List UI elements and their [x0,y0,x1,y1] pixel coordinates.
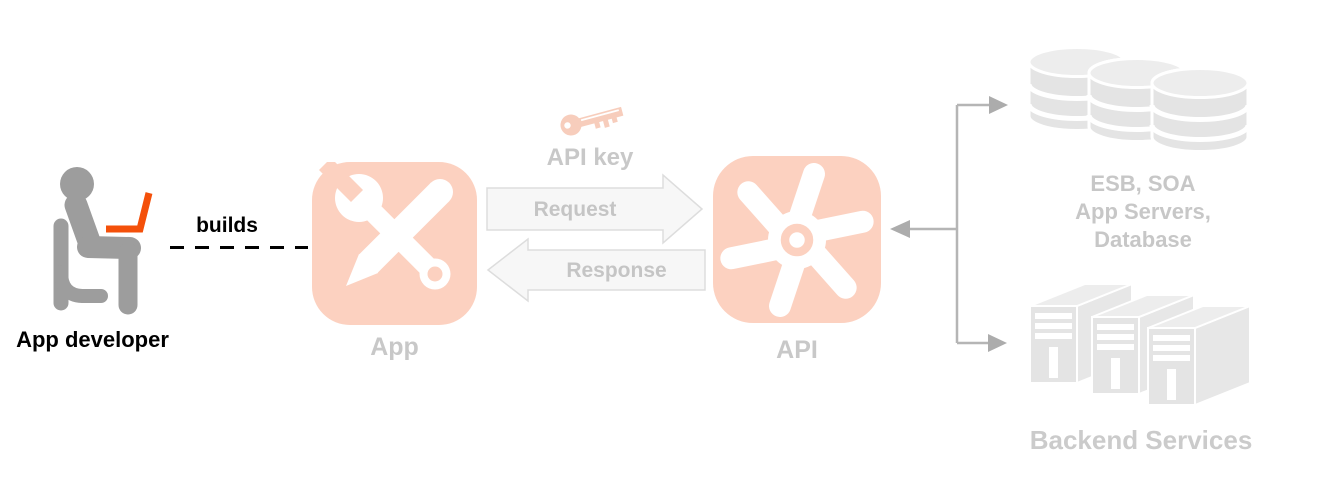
arrowhead-to-servers [988,334,1007,352]
chair-seat [54,265,108,303]
developer-figure-icon [53,167,153,315]
app-icon [312,157,477,325]
api-key-label: API key [546,144,634,171]
key-hole [564,122,571,129]
wrench-pencil-icon [318,157,453,290]
builds-dashed-line [170,246,308,249]
wrench-notch [318,157,364,203]
api-icon [713,156,881,323]
pencil-tip [346,254,378,286]
app-label: App [370,333,419,361]
developer-label: App developer [16,327,169,352]
response-arrow-icon [486,237,706,303]
api-label: API [776,336,818,364]
builds-label: builds [196,214,258,237]
esb-line: Database [1094,227,1192,252]
esb-line: ESB, SOA [1090,171,1196,196]
api-gear-icon [720,163,874,317]
esb-label: ESB, SOA App Servers, Database [1047,170,1239,254]
backend-services-label: Backend Services [1029,425,1253,455]
esb-line: App Servers, [1075,199,1211,224]
request-arrow-icon [486,173,704,245]
arrowhead-to-api [890,220,910,238]
response-label: Response [566,259,667,282]
key-highlight [580,109,620,122]
person-head [60,167,94,201]
server-tower [1147,304,1251,407]
laptop-icon [106,192,153,233]
key-head [560,114,582,136]
key-tooth [594,121,601,129]
pencil-body [358,182,450,274]
arrowhead-to-databases [989,96,1008,114]
key-tooth [602,119,610,128]
database-cylinder [1149,67,1251,153]
request-label: Request [533,198,617,221]
servers-icon [1029,282,1251,407]
wrench-ring-hole [427,266,443,282]
connector-arrows-icon [890,96,1008,352]
key-tooth [611,116,618,124]
databases-icon [1026,46,1251,153]
api-key-icon [560,106,624,136]
